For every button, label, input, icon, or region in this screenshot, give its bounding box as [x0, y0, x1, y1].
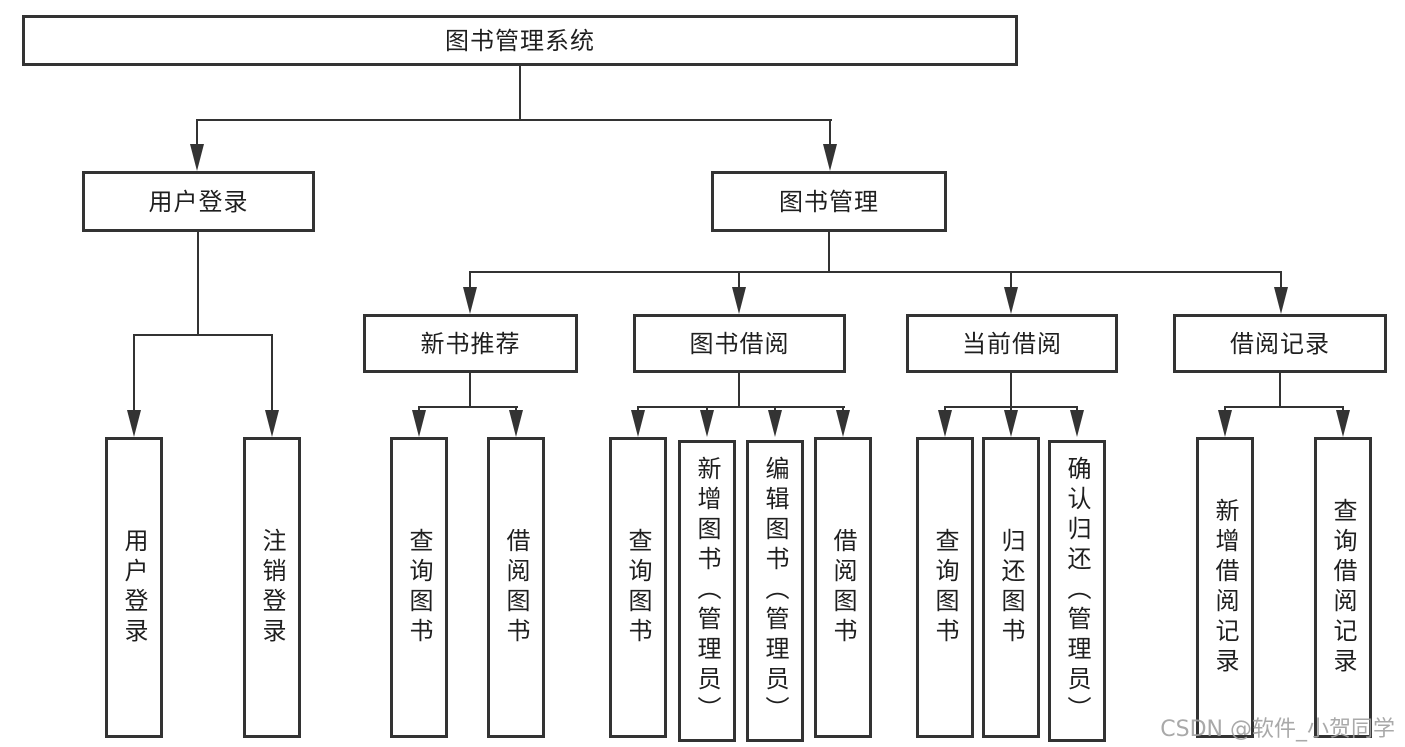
arrow-down-icon [700, 410, 714, 437]
arrow-down-icon [823, 144, 837, 171]
connector-current-borrowing-stem [1010, 373, 1012, 408]
leaf-records-add-record: 新增借阅记录 [1196, 437, 1254, 738]
arrow-down-icon [265, 410, 279, 437]
node-label: 当前借阅 [962, 329, 1062, 358]
connector-drop-book-borrowing [738, 271, 740, 289]
leaf-label: 确认归还（管理员） [1063, 456, 1091, 726]
leaf-borrowing-add-books-admin: 新增图书（管理员） [678, 440, 736, 742]
arrow-down-icon [1070, 410, 1084, 437]
connector-drop-borrowing-records [1280, 271, 1282, 289]
node-new-book-recommendation: 新书推荐 [363, 314, 578, 373]
connector-borrowing-records-hbar [1224, 406, 1344, 408]
node-label: 图书借阅 [689, 329, 790, 358]
leaf-borrowing-edit-books-admin: 编辑图书（管理员） [746, 440, 804, 742]
arrow-down-icon [509, 410, 523, 437]
connector-drop-book-management [829, 119, 831, 149]
arrow-down-icon [1336, 410, 1350, 437]
node-label: 图书管理 [779, 187, 879, 216]
leaf-label: 新增借阅记录 [1211, 497, 1239, 678]
leaf-label: 归还图书 [997, 527, 1025, 648]
leaf-records-query-record: 查询借阅记录 [1314, 437, 1372, 738]
node-book-management: 图书管理 [711, 171, 947, 232]
node-borrowing-records: 借阅记录 [1173, 314, 1387, 373]
leaf-current-confirm-return-admin: 确认归还（管理员） [1048, 440, 1106, 742]
node-book-borrowing: 图书借阅 [633, 314, 846, 373]
node-library-management-system: 图书管理系统 [22, 15, 1018, 66]
leaf-borrowing-query-books: 查询图书 [609, 437, 667, 738]
leaf-current-query-books: 查询图书 [916, 437, 974, 738]
connector-book-borrowing-stem [738, 373, 740, 408]
node-current-borrowing: 当前借阅 [906, 314, 1118, 373]
node-label: 借阅记录 [1230, 329, 1330, 358]
node-label: 用户登录 [148, 187, 249, 216]
arrow-down-icon [1218, 410, 1232, 437]
arrow-down-icon [190, 144, 204, 171]
connector-root-hbar [196, 119, 832, 121]
leaf-label: 查询图书 [624, 527, 652, 648]
leaf-user-login: 用户登录 [105, 437, 163, 738]
node-label: 图书管理系统 [445, 26, 595, 55]
leaf-label: 借阅图书 [829, 527, 857, 648]
connector-user-login-hbar [133, 334, 273, 336]
arrow-down-icon [463, 287, 477, 314]
leaf-label: 查询图书 [405, 527, 433, 648]
leaf-label: 查询图书 [931, 527, 959, 648]
arrow-down-icon [732, 287, 746, 314]
connector-drop-leaf-user-login [133, 334, 135, 410]
connector-borrowing-records-stem [1279, 373, 1281, 408]
connector-book-management-stem [828, 232, 830, 273]
arrow-down-icon [127, 410, 141, 437]
arrow-down-icon [1004, 410, 1018, 437]
leaf-label: 注销登录 [258, 527, 286, 648]
leaf-recommend-borrow-books: 借阅图书 [487, 437, 545, 738]
leaf-label: 用户登录 [120, 527, 148, 648]
node-user-login: 用户登录 [82, 171, 315, 232]
arrow-down-icon [938, 410, 952, 437]
leaf-logout: 注销登录 [243, 437, 301, 738]
leaf-current-return-books: 归还图书 [982, 437, 1040, 738]
leaf-recommend-query-books: 查询图书 [390, 437, 448, 738]
arrow-down-icon [1274, 287, 1288, 314]
arrow-down-icon [631, 410, 645, 437]
csdn-watermark: CSDN @软件_小贺同学 [1160, 717, 1395, 742]
connector-recommendation-hbar [418, 406, 518, 408]
leaf-label: 新增图书（管理员） [693, 456, 721, 726]
node-label: 新书推荐 [420, 329, 521, 358]
connector-recommendation-stem [469, 373, 471, 408]
arrow-down-icon [1004, 287, 1018, 314]
connector-root-stem [519, 66, 521, 120]
connector-book-management-hbar [469, 271, 1282, 273]
connector-drop-leaf-logout [271, 334, 273, 410]
arrow-down-icon [768, 410, 782, 437]
arrow-down-icon [412, 410, 426, 437]
arrow-down-icon [836, 410, 850, 437]
leaf-label: 借阅图书 [502, 527, 530, 648]
connector-drop-user-login [196, 119, 198, 149]
leaf-borrowing-borrow-books: 借阅图书 [814, 437, 872, 738]
connector-drop-recommendation [469, 271, 471, 289]
leaf-label: 编辑图书（管理员） [761, 456, 789, 726]
leaf-label: 查询借阅记录 [1329, 497, 1357, 678]
connector-drop-current-borrowing [1010, 271, 1012, 289]
connector-book-borrowing-hbar [637, 406, 845, 408]
connector-user-login-stem [197, 232, 199, 336]
